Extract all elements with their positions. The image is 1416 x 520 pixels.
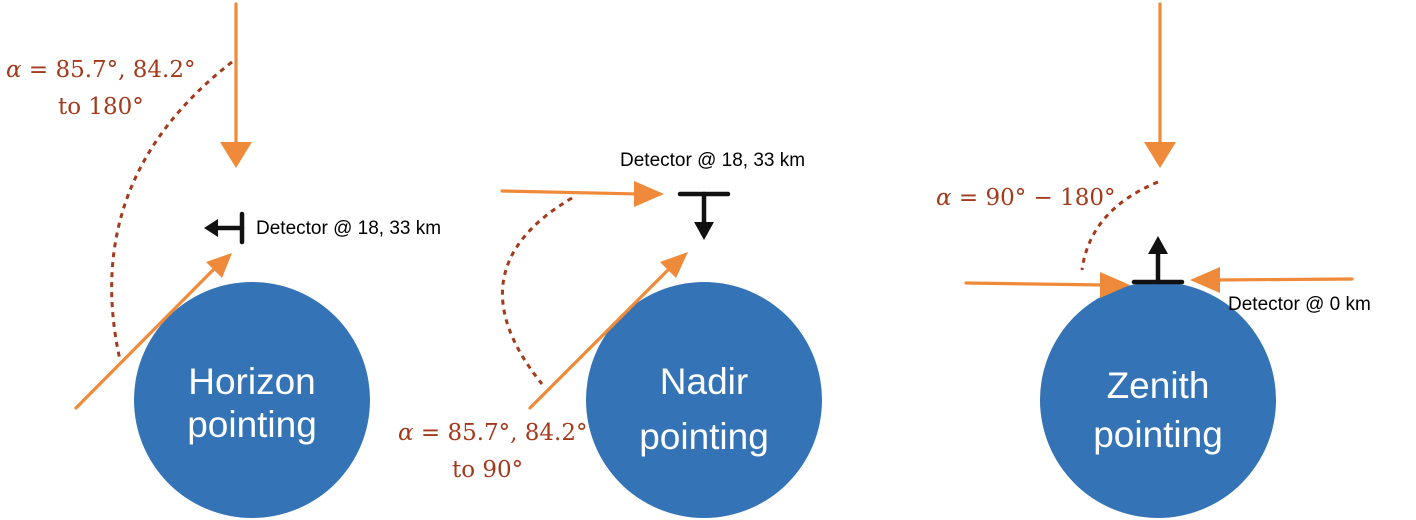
zenith-right-ray: [1212, 277, 1354, 282]
zenith-angle-arc: [1080, 180, 1159, 271]
horizon-diagonal-ray-arrowhead: [206, 253, 232, 278]
horizon-planet: [134, 282, 370, 518]
horizon-angle-arc: [110, 60, 233, 361]
zenith-planet: [1040, 282, 1276, 518]
nadir-diagonal-ray: [528, 264, 674, 410]
nadir-planet-label-line2: pointing: [639, 416, 769, 457]
zenith-vertical-ray-arrowhead: [1144, 142, 1176, 168]
nadir-angle-arc: [500, 196, 573, 385]
nadir-planet-label-line1: Nadir: [660, 361, 748, 402]
zenith-left-ray: [964, 281, 1106, 287]
zenith-left-ray-arrowhead: [1100, 272, 1130, 298]
horizon-alpha-label-line2: to 180°: [58, 94, 144, 120]
zenith-alpha-label: α = 90° − 180°: [936, 185, 1116, 211]
horizon-diagonal-ray: [74, 263, 220, 410]
zenith-planet-label-line1: Zenith: [1107, 365, 1210, 406]
panel-nadir: Nadir pointing Detector @ 18, 33 km α = …: [398, 150, 822, 518]
zenith-detector-arrowhead: [1148, 236, 1168, 254]
panel-horizon: Horizon pointing Detector @ 18, 33 km α …: [6, 2, 441, 518]
nadir-diagonal-ray-arrowhead: [660, 252, 688, 278]
horizon-planet-label-line2: pointing: [187, 404, 317, 445]
nadir-horizontal-ray: [500, 189, 642, 196]
nadir-horizontal-ray-arrowhead: [634, 181, 664, 207]
horizon-planet-label-line1: Horizon: [188, 361, 316, 402]
nadir-detector-arrowhead: [694, 222, 714, 240]
nadir-alpha-label-line2: to 90°: [452, 457, 523, 483]
nadir-detector-label: Detector @ 18, 33 km: [620, 150, 805, 171]
zenith-detector-label: Detector @ 0 km: [1228, 294, 1371, 315]
horizon-detector-arrowhead: [204, 219, 218, 237]
zenith-right-ray-arrowhead: [1190, 267, 1220, 293]
horizon-vertical-ray-arrowhead: [220, 142, 252, 168]
zenith-planet-label-line2: pointing: [1093, 414, 1223, 455]
horizon-alpha-label-line1: α = 85.7°, 84.2°: [6, 57, 195, 83]
nadir-planet: [586, 282, 822, 518]
panel-zenith: Zenith pointing Detector @ 0 km α = 90° …: [936, 2, 1371, 518]
nadir-alpha-label-line1: α = 85.7°, 84.2°: [398, 420, 587, 446]
horizon-detector-label: Detector @ 18, 33 km: [256, 218, 441, 239]
